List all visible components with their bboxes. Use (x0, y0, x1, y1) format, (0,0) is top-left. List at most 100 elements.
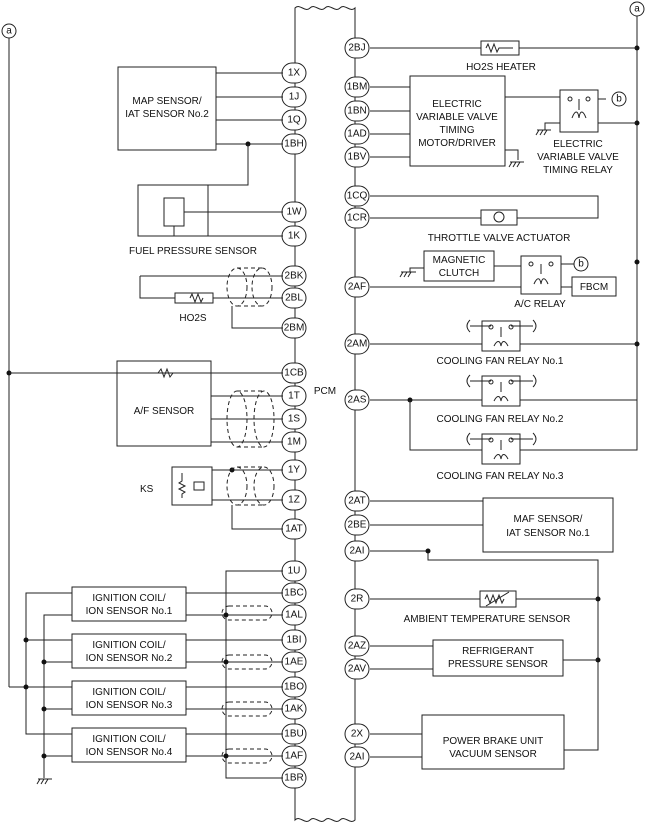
right-pin-4-label: 1BV (348, 152, 367, 163)
right-pin-6-terminal (344, 207, 370, 229)
coil1-label-1: IGNITION COIL/ (92, 593, 166, 604)
refrig-label-2: PRESSURE SENSOR (448, 659, 548, 670)
coil3-label-2: ION SENSOR No.3 (86, 700, 173, 711)
right-pin-2-terminal (344, 100, 370, 122)
marker-b-evvt: b (616, 94, 622, 105)
right-pin-10-label: 2AT (348, 496, 366, 507)
brake-label-2: VACUUM SENSOR (449, 749, 537, 760)
ho2s-label: HO2S (179, 313, 207, 324)
refrig-label-1: REFRIGERANT (462, 646, 534, 657)
coil2-label-2: ION SENSOR No.2 (86, 653, 173, 664)
fbcm-label: FBCM (580, 282, 608, 293)
coil1-label-2: ION SENSOR No.1 (86, 606, 173, 617)
right-pin-14-terminal (344, 635, 370, 657)
left-pin-13-label: 1Y (288, 465, 301, 476)
ambient-label: AMBIENT TEMPERATURE SENSOR (404, 614, 571, 625)
coil4-label-1: IGNITION COIL/ (92, 734, 166, 745)
coil3-label-1: IGNITION COIL/ (92, 687, 166, 698)
fuel-pressure-sensor-label: FUEL PRESSURE SENSOR (129, 246, 257, 257)
coil4-label-2: ION SENSOR No.4 (86, 747, 173, 758)
marker-a-left-label: a (6, 26, 12, 37)
right-pin-1-label: 1BM (347, 82, 368, 93)
evvt-relay-label-2: VARIABLE VALVE (537, 152, 619, 163)
ks-label: KS (140, 484, 154, 495)
map-sensor-label-2: IAT SENSOR No.2 (125, 109, 209, 120)
evvt-motor-label-3: TIMING (440, 125, 475, 136)
coil2-label-1: IGNITION COIL/ (92, 640, 166, 651)
evvt-motor-label-2: VARIABLE VALVE (416, 112, 498, 123)
left-pin-20-label: 1AE (285, 657, 304, 668)
brake-label-1: POWER BRAKE UNIT (443, 736, 544, 747)
maf-sensor-box (482, 497, 614, 553)
left-pin-11-label: 1S (288, 414, 301, 425)
mag-clutch-label-1: MAGNETIC (433, 255, 486, 266)
maf-label-1: MAF SENSOR/ (514, 514, 583, 525)
left-pin-column: 1X1J1Q1BH1W1K2BK2BL2BM1CB1T1S1M1Y1Z1AT1U… (281, 62, 307, 789)
left-pin-12-label: 1M (287, 437, 301, 448)
right-pin-16-terminal (344, 723, 370, 745)
left-pin-1-label: 1J (289, 92, 300, 103)
map-sensor-label-1: MAP SENSOR/ (132, 96, 201, 107)
left-pin-8-label: 2BM (284, 323, 305, 334)
af-sensor-label: A/F SENSOR (134, 406, 195, 417)
left-pin-16-label: 1U (288, 566, 301, 577)
ignition-coil-2-box (71, 633, 187, 669)
left-pin-4-label: 1W (287, 207, 303, 218)
right-pin-7-terminal (344, 276, 370, 298)
marker-a-right-label: a (634, 4, 640, 15)
ignition-coil-4-box (71, 727, 187, 763)
right-pin-1-terminal (344, 76, 370, 98)
left-pin-24-label: 1AF (285, 751, 303, 762)
right-pin-2-label: 1BN (347, 106, 366, 117)
ac-relay-box (520, 255, 562, 295)
left-pin-14-label: 1Z (288, 495, 300, 506)
right-pin-8-label: 2AM (347, 339, 368, 350)
right-pin-14-label: 2AZ (348, 641, 366, 652)
right-pin-11-terminal (344, 514, 370, 536)
left-pin-7-label: 2BL (285, 293, 303, 304)
right-pin-17-terminal (344, 746, 370, 768)
left-pin-6-label: 2BK (285, 271, 304, 282)
right-pin-6-label: 1CR (347, 213, 367, 224)
left-pin-21-label: 1BO (284, 682, 304, 693)
fan3-label: COOLING FAN RELAY No.3 (437, 471, 564, 482)
right-pin-0-terminal (344, 37, 370, 59)
right-pin-15-terminal (344, 658, 370, 680)
map-sensor-box (117, 66, 217, 151)
right-pin-13-terminal (344, 588, 370, 610)
right-pin-9-label: 2AS (348, 395, 367, 406)
throttle-label: THROTTLE VALVE ACTUATOR (428, 233, 571, 244)
ignition-coil-1-box (71, 586, 187, 622)
right-pin-5-terminal (344, 185, 370, 207)
left-pin-17-label: 1BC (284, 588, 303, 599)
evvt-motor-label-4: MOTOR/DRIVER (418, 138, 496, 149)
evvt-motor-label-1: ELECTRIC (432, 99, 481, 110)
left-pin-15-label: 1AT (285, 524, 303, 535)
evvt-motor-box (409, 75, 506, 167)
left-pin-18-label: 1AL (285, 610, 303, 621)
right-pin-5-label: 1CQ (347, 191, 368, 202)
marker-b-ac: b (578, 259, 584, 270)
ignition-coil-3-box (71, 680, 187, 716)
evvt-relay-box (559, 89, 599, 133)
fan1-label: COOLING FAN RELAY No.1 (437, 356, 564, 367)
mag-clutch-label-2: CLUTCH (439, 268, 480, 279)
right-pin-16-label: 2X (351, 729, 364, 740)
left-pin-9-label: 1CB (284, 368, 304, 379)
left-pin-5-label: 1K (288, 231, 301, 242)
right-pin-9-terminal (344, 389, 370, 411)
right-pin-10-terminal (344, 490, 370, 512)
right-pin-11-label: 2BE (348, 520, 367, 531)
left-pin-19-label: 1BI (286, 635, 301, 646)
evvt-relay-label-1: ELECTRIC (553, 139, 602, 150)
left-pin-10-label: 1T (288, 391, 300, 402)
right-pin-8-terminal (344, 333, 370, 355)
right-pin-3-label: 1AD (347, 129, 366, 140)
brake-sensor-box (421, 714, 565, 770)
right-pin-12-terminal (344, 540, 370, 562)
fan2-label: COOLING FAN RELAY No.2 (437, 414, 564, 425)
pcm-body (294, 6, 356, 822)
left-pin-23-label: 1BU (284, 729, 303, 740)
right-pin-0-label: 2BJ (348, 43, 365, 54)
